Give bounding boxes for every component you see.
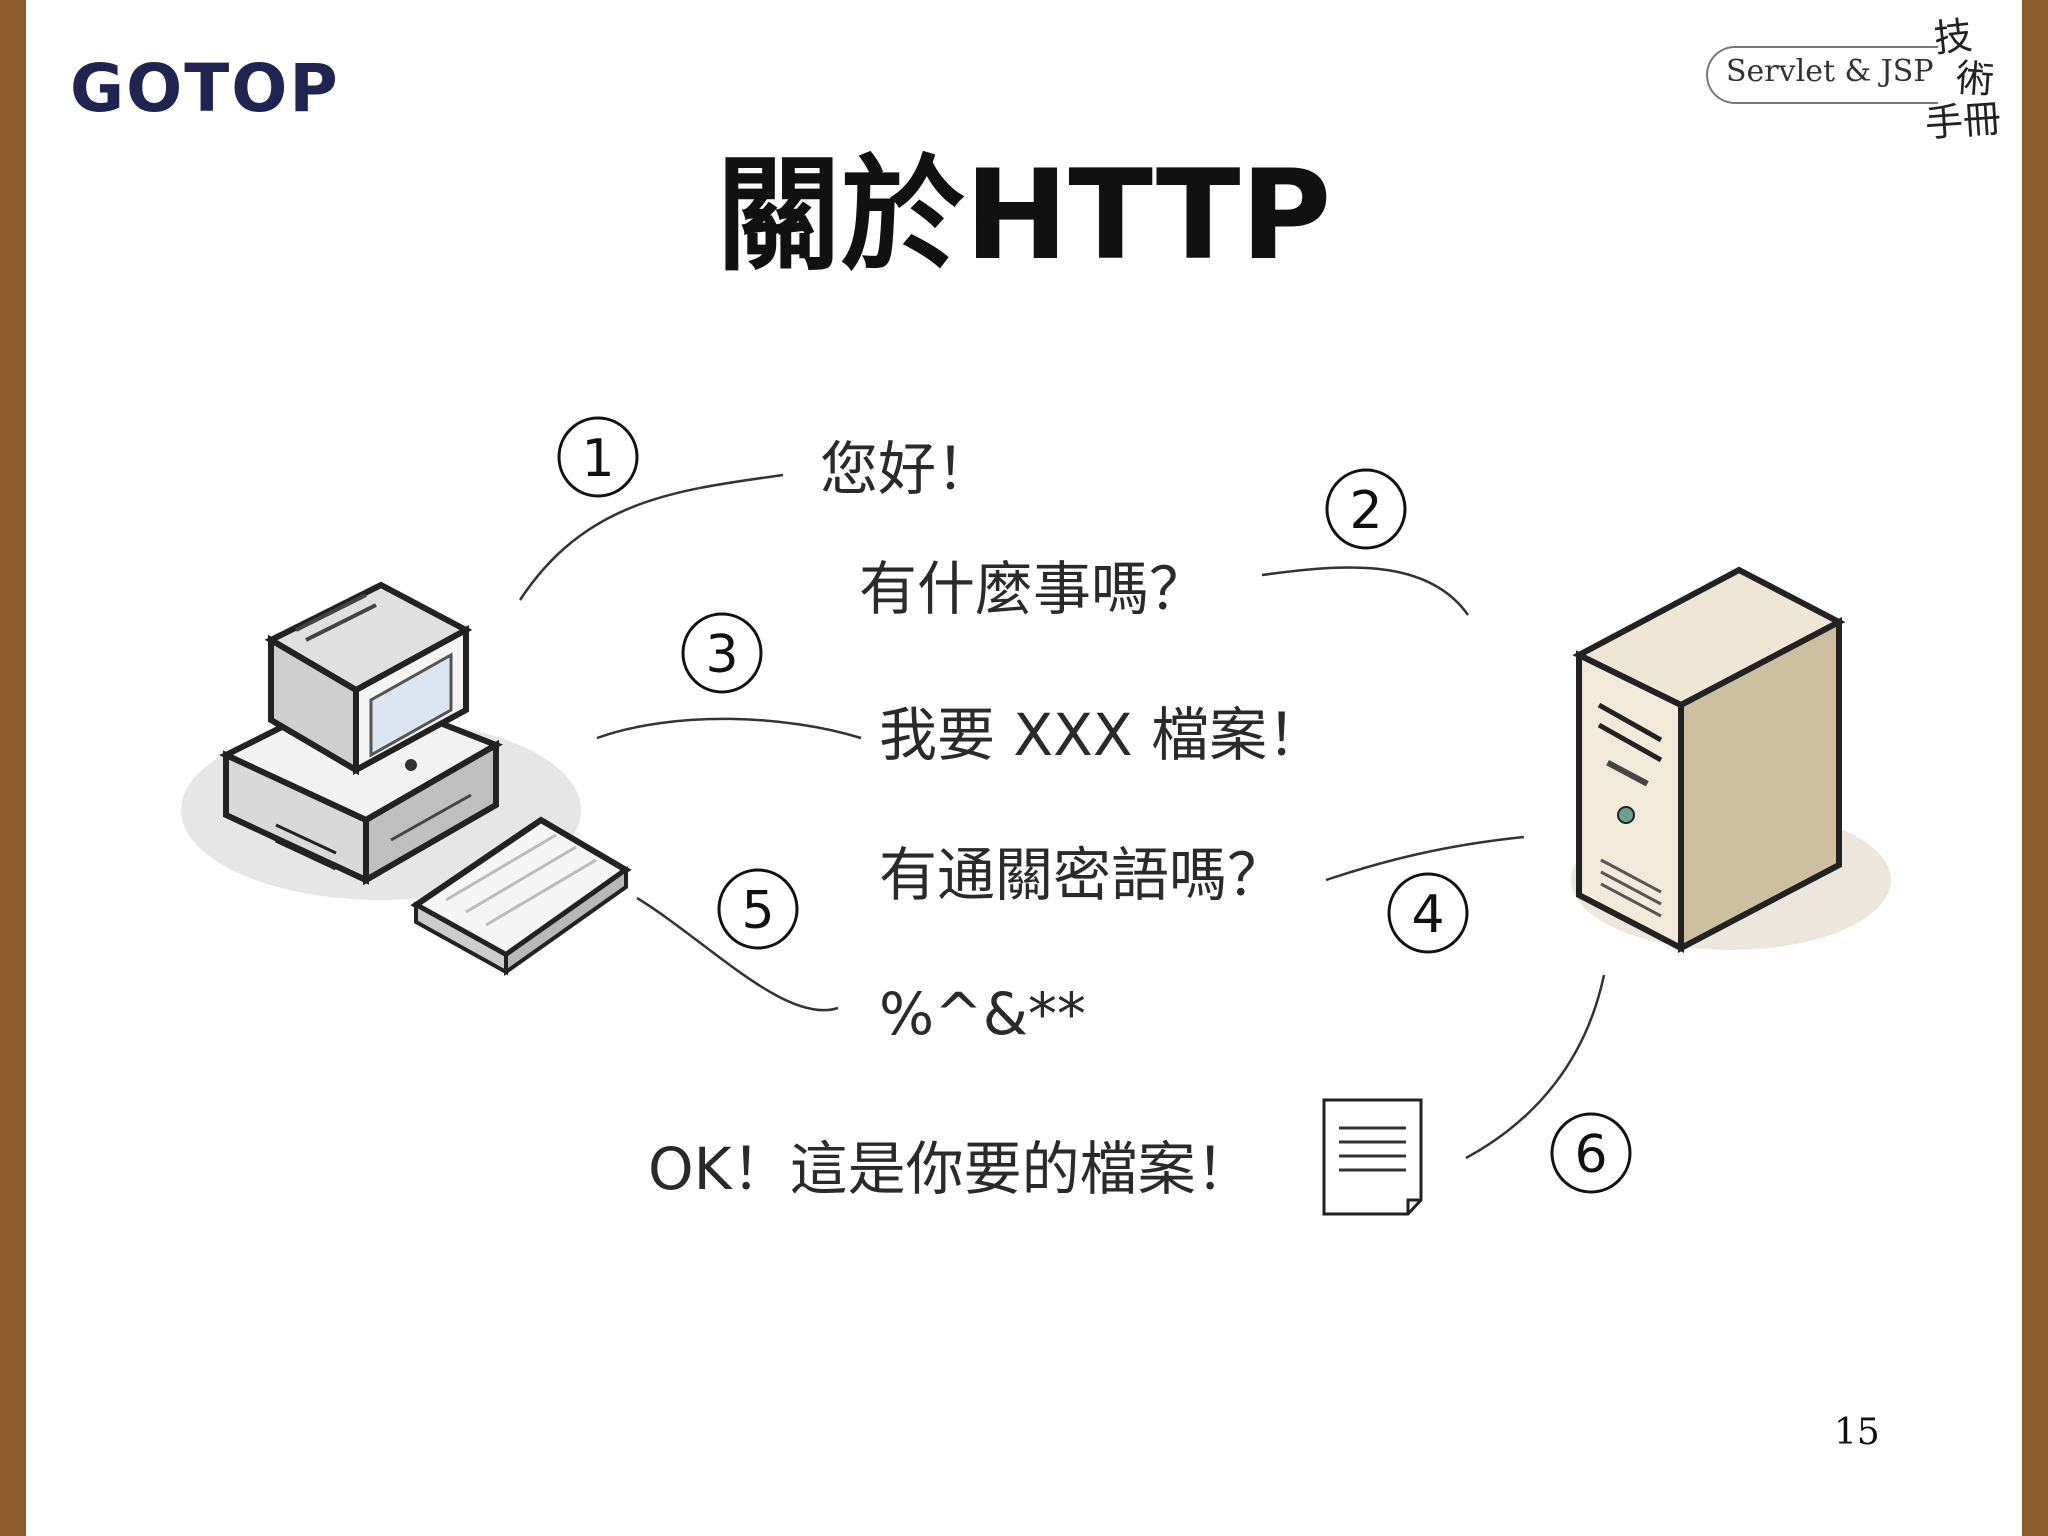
svg-text:4: 4: [1411, 885, 1444, 945]
step-badge-3: 3: [681, 612, 763, 694]
message-5: %^&**: [879, 980, 1086, 1048]
connector-line-1: [518, 473, 784, 601]
message-6: OK！這是你要的檔案！: [648, 1135, 1254, 1203]
svg-text:3: 3: [705, 625, 738, 685]
connector-line-4: [1325, 835, 1525, 882]
message-4: 有通關密語嗎？: [879, 841, 1286, 909]
message-1: 您好！: [820, 435, 995, 503]
book-title: Servlet & JSP: [1726, 54, 1934, 89]
step-badge-1: 1: [557, 416, 639, 498]
slide: GOTOP Servlet & JSP 技 術 手冊 關於HTTP: [26, 0, 2022, 1536]
step-badge-6: 6: [1550, 1112, 1632, 1194]
left-border: [0, 0, 26, 1536]
svg-text:2: 2: [1349, 481, 1382, 541]
document-icon: [1322, 1098, 1423, 1216]
step-badge-4: 4: [1387, 872, 1469, 954]
client-computer-icon: [181, 581, 632, 976]
http-diagram: 1 2 3 4 5 6: [181, 416, 1891, 1216]
page-number: 15: [1834, 1412, 1880, 1453]
right-border: [2022, 0, 2048, 1536]
message-3: 我要 XXX 檔案！: [879, 701, 1326, 769]
connector-line-2: [1261, 566, 1470, 616]
connector-lines: [518, 473, 1606, 1160]
svg-text:5: 5: [741, 881, 774, 941]
step-badge-5: 5: [717, 868, 799, 950]
server-tower-icon: [1571, 566, 1891, 953]
message-2: 有什麼事嗎？: [859, 555, 1208, 623]
connector-line-5: [636, 896, 839, 1012]
gotop-logo: GOTOP: [70, 50, 340, 127]
book-badge-outline: [1706, 46, 1938, 104]
connector-line-3: [596, 717, 862, 740]
svg-text:1: 1: [581, 429, 614, 489]
slide-title: 關於HTTP: [716, 144, 1332, 288]
connector-line-6: [1465, 974, 1606, 1160]
step-badge-2: 2: [1325, 468, 1407, 550]
svg-text:6: 6: [1574, 1125, 1607, 1185]
